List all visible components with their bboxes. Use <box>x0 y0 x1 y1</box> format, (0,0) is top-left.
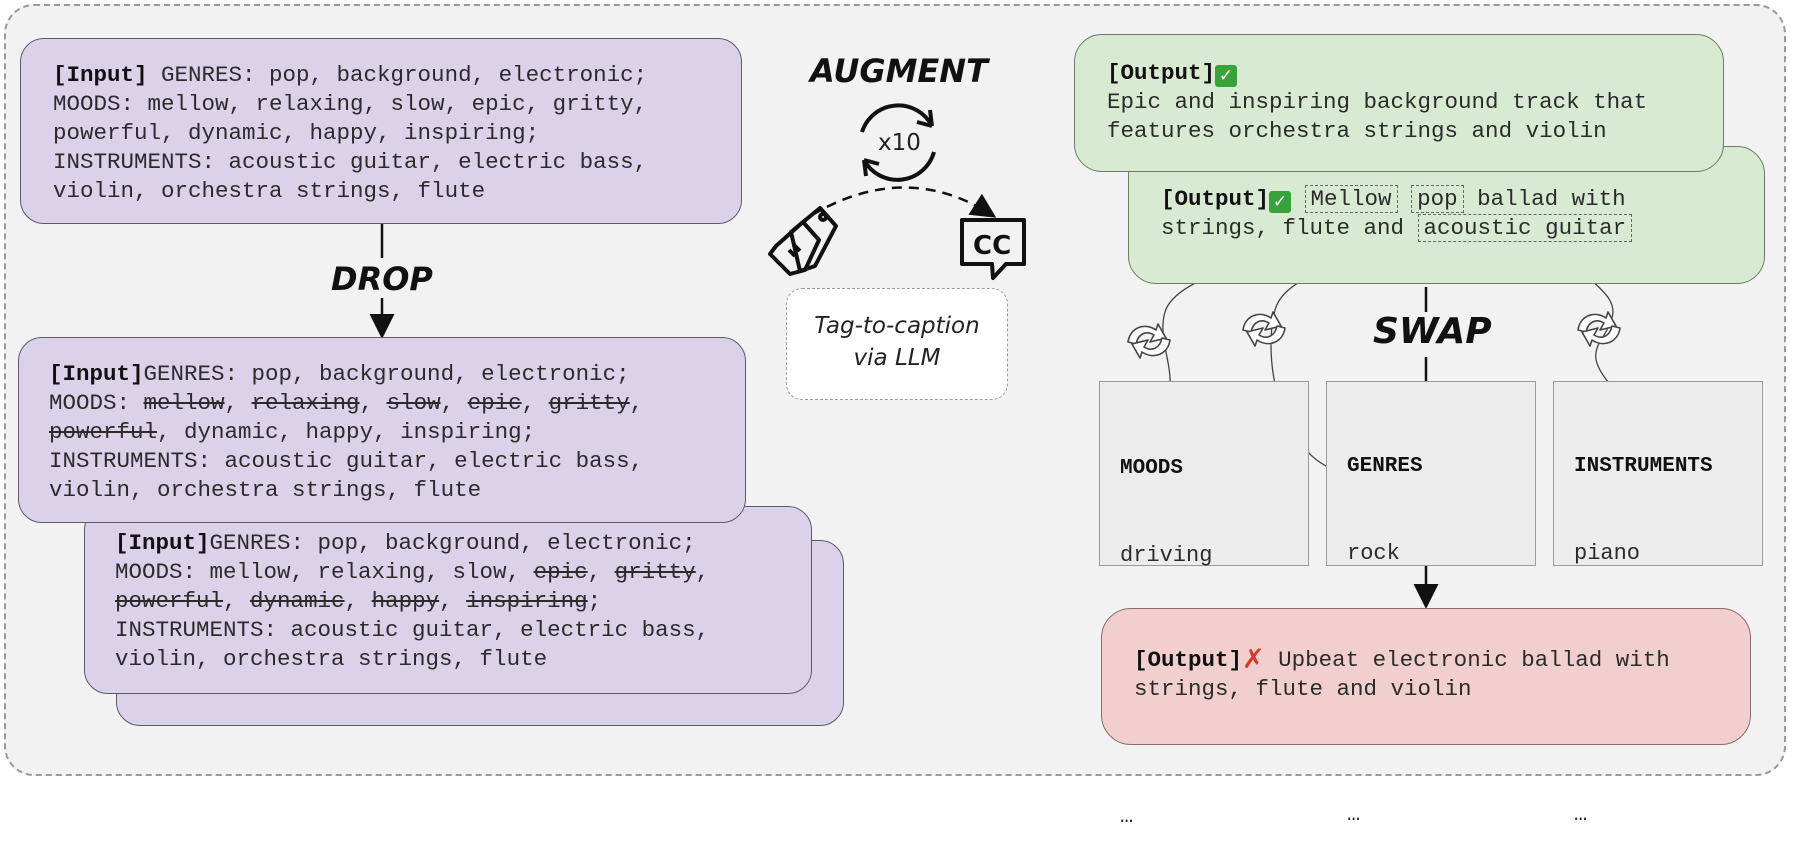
x10-text: x10 <box>878 130 921 156</box>
instruments-line-2: violin, orchestra strings, flute <box>53 178 486 204</box>
list-item: … <box>1347 802 1361 827</box>
genres-title: GENRES <box>1347 455 1423 478</box>
check-mark-icon: ✓ <box>1215 65 1238 87</box>
output-box-rejected: [Output]✗ Upbeat electronic ballad with … <box>1101 608 1751 745</box>
moods-category-box: MOODS driving melancholic upbeat … <box>1099 381 1309 829</box>
tag-to-caption-line-1: Tag-to-caption <box>814 313 980 339</box>
list-item: piano <box>1574 541 1641 566</box>
input-box-drop-1: [Input]GENRES: pop, background, electron… <box>18 337 746 523</box>
list-item: … <box>1120 804 1134 829</box>
list-item: rock <box>1347 541 1400 566</box>
augment-dashed-arc <box>811 186 997 218</box>
genres-category-box: GENRES rock electronic classical … <box>1326 381 1536 827</box>
augment-label: AUGMENT <box>810 52 988 90</box>
output-box-1: [Output]✓ Epic and inspiring background … <box>1074 34 1724 172</box>
check-mark-icon: ✓ <box>1269 191 1292 213</box>
drop-label: DROP <box>331 260 433 298</box>
swap-arrows-icon <box>1127 311 1621 359</box>
closed-caption-icon <box>960 218 1026 280</box>
moods-line-2: powerful, dynamic, happy, inspiring; <box>53 120 540 146</box>
tag-mellow: Mellow <box>1304 185 1398 213</box>
genres-line: GENRES: pop, background, electronic; <box>147 62 648 88</box>
swap-label: SWAP <box>1373 311 1492 352</box>
moods-title: MOODS <box>1120 457 1184 480</box>
tag-to-caption-box: Tag-to-caption via LLM <box>786 288 1008 400</box>
tag-acoustic-guitar: acoustic guitar <box>1417 214 1633 242</box>
tag-pop: pop <box>1411 185 1464 213</box>
instruments-title: INSTRUMENTS <box>1574 455 1713 478</box>
list-item: … <box>1574 802 1588 827</box>
cross-mark-icon: ✗ <box>1242 644 1265 675</box>
instruments-line: INSTRUMENTS: acoustic guitar, electric b… <box>53 149 648 175</box>
input-box-drop-2: [Input]GENRES: pop, background, electron… <box>84 506 812 694</box>
input-box-original: [Input] GENRES: pop, background, electro… <box>20 38 742 224</box>
tag-to-caption-line-2: via LLM <box>853 345 941 371</box>
tag-icon <box>768 206 838 276</box>
cc-text: CC <box>973 231 1011 261</box>
list-item: driving <box>1120 543 1213 568</box>
refresh-x10-icon <box>860 103 936 182</box>
input-tag: [Input] <box>53 62 148 88</box>
moods-line: MOODS: mellow, relaxing, slow, epic, gri… <box>53 91 648 117</box>
instruments-category-box: INSTRUMENTS piano violin drums … <box>1553 381 1763 827</box>
